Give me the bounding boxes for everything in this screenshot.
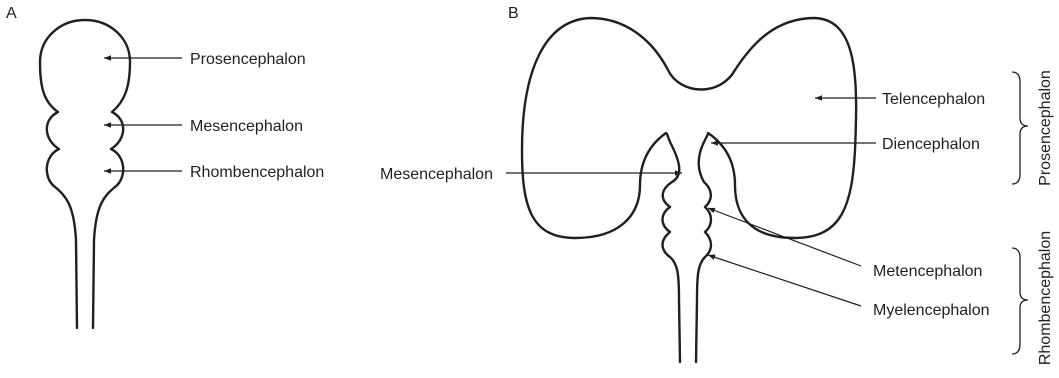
panel-a-letter: A	[6, 5, 17, 22]
panel-a-neural-tube-outline	[40, 20, 130, 328]
group-label-prosencephalon: Prosencephalon	[1037, 70, 1054, 186]
label-prosencephalon-a: Prosencephalon	[190, 51, 306, 68]
panel-b-letter: B	[508, 5, 519, 22]
label-mesencephalon-a: Mesencephalon	[190, 118, 303, 135]
group-label-rhombencephalon: Rhombencephalon	[1037, 231, 1054, 365]
label-metencephalon: Metencephalon	[873, 263, 982, 280]
label-telencephalon: Telencephalon	[882, 91, 985, 108]
telencephalon-hemispheres-outline	[522, 18, 856, 238]
label-myelencephalon: Myelencephalon	[873, 302, 990, 319]
brainstem-outline	[663, 134, 681, 362]
rhombencephalon-brace	[1012, 248, 1028, 354]
prosencephalon-brace	[1012, 72, 1028, 184]
label-rhombencephalon-a: Rhombencephalon	[190, 164, 324, 181]
metencephalon-leader	[708, 208, 861, 266]
myelencephalon-leader	[708, 255, 861, 306]
brainstem-outline-right	[696, 134, 711, 362]
label-mesencephalon-b: Mesencephalon	[380, 166, 493, 183]
label-diencephalon: Diencephalon	[882, 136, 980, 153]
panel-a: A Prosencephalon Mesencephalon Rhombence…	[6, 5, 324, 328]
panel-b: B Telencephalon Diencephalon Mesencephal…	[380, 5, 1054, 365]
